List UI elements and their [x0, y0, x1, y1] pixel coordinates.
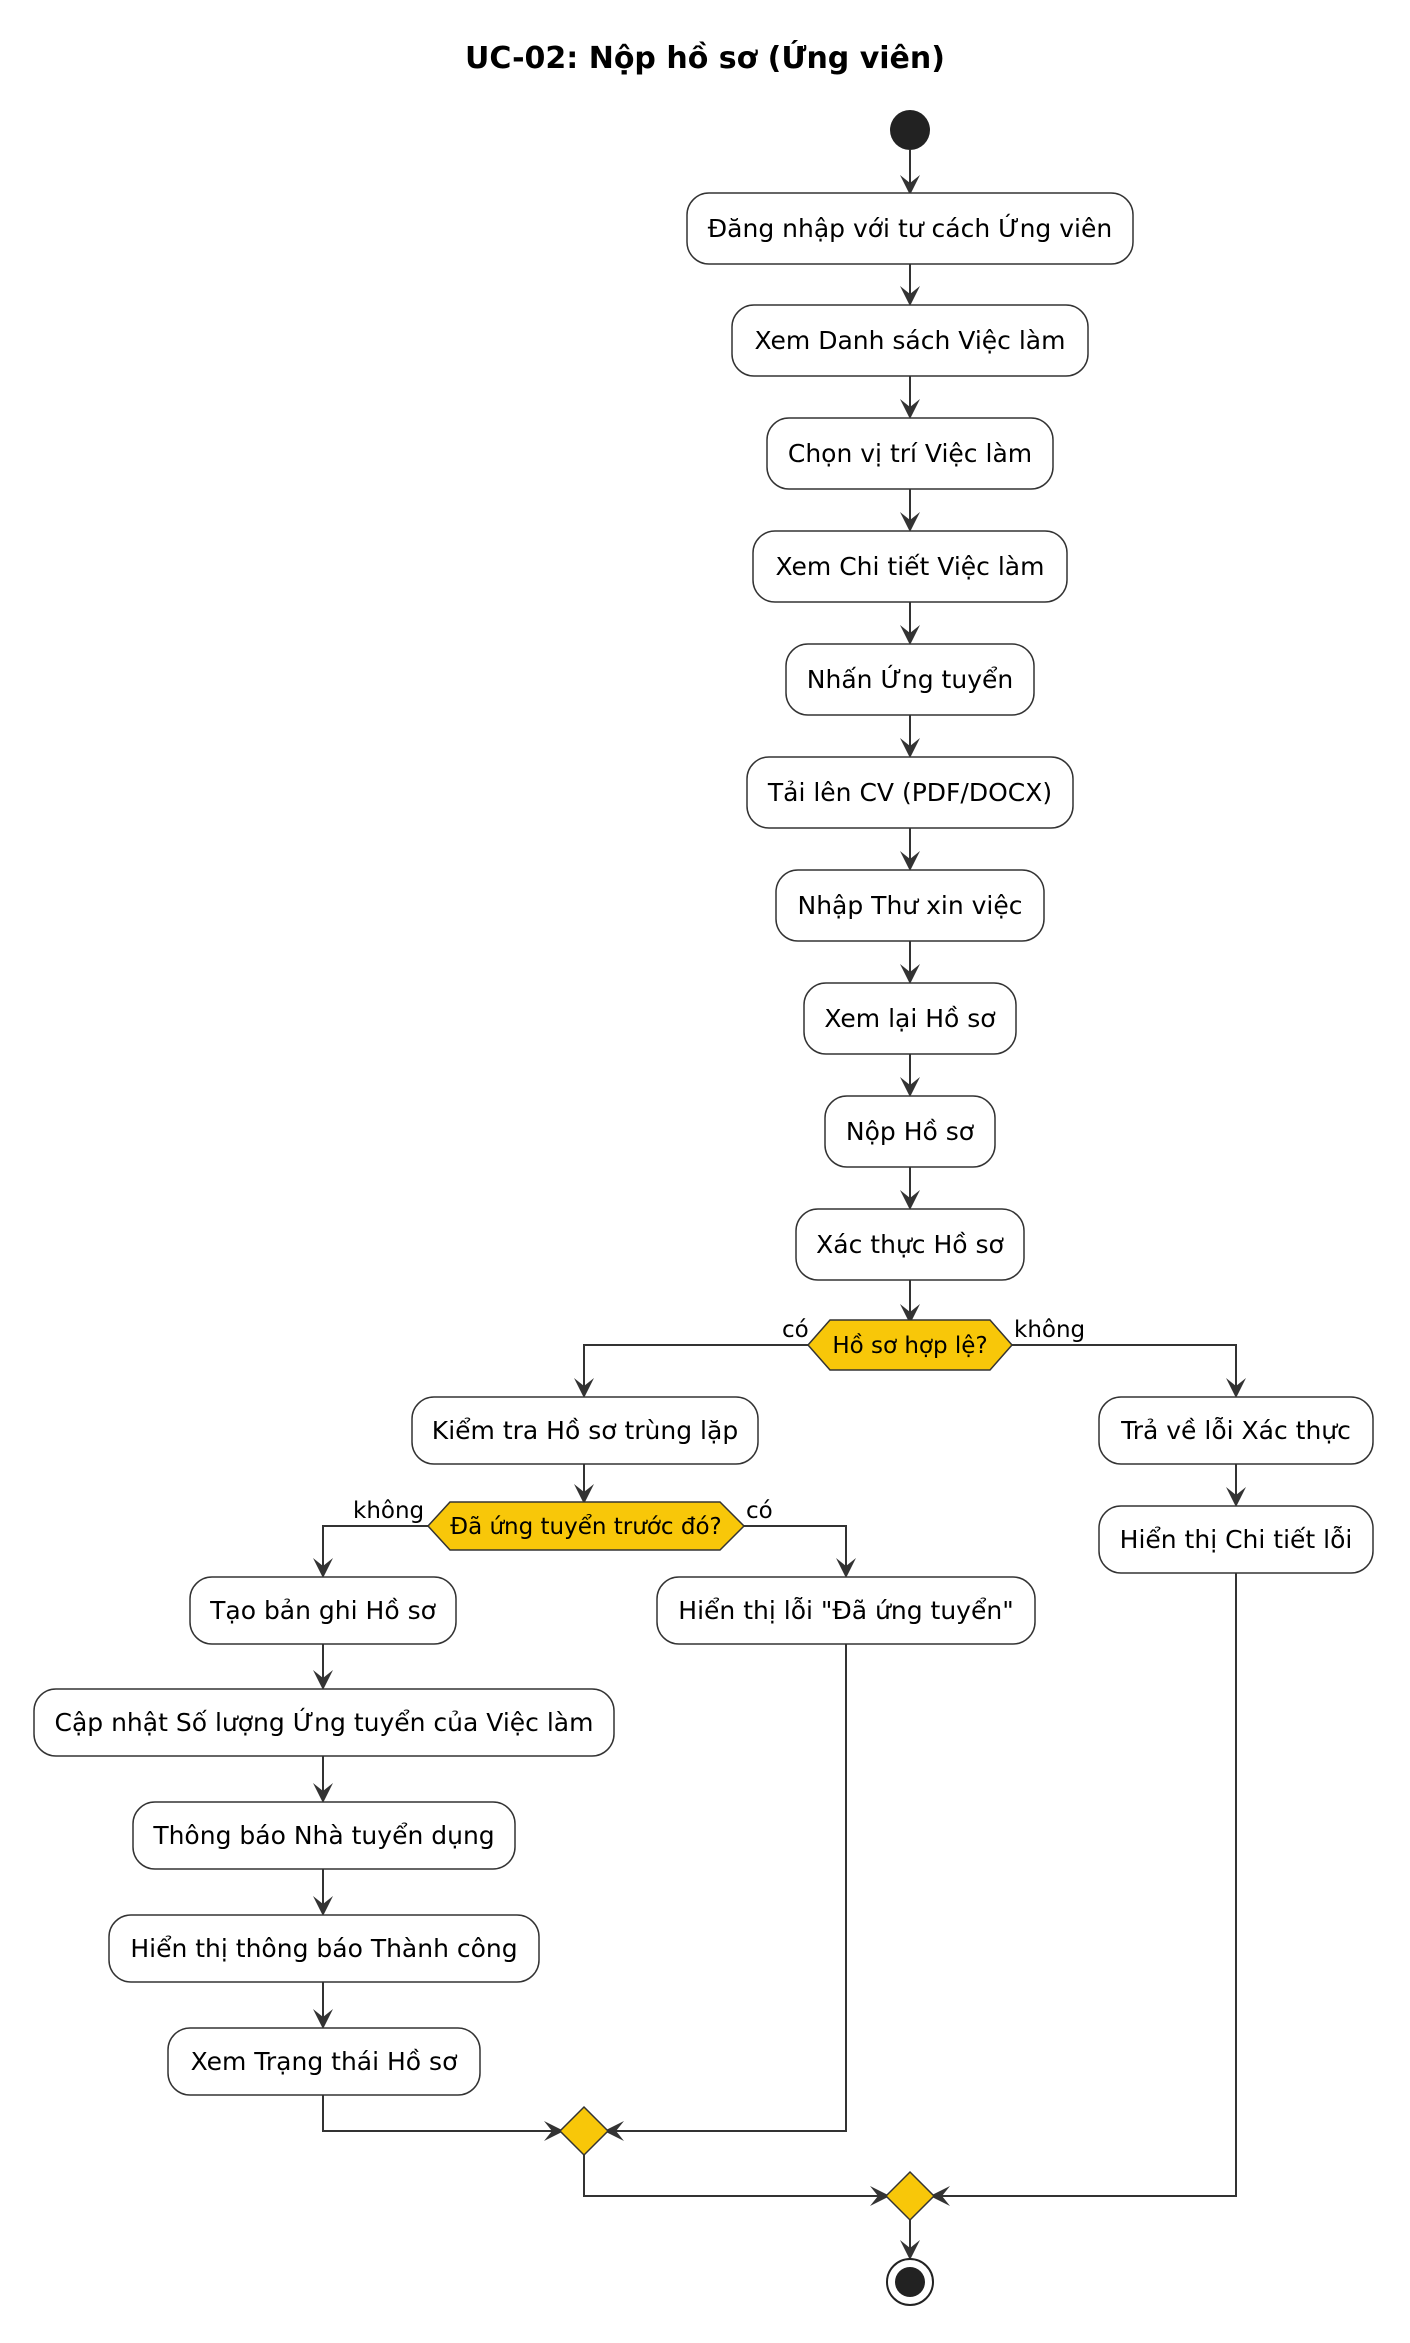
activity-choose-job: Chọn vị trí Việc làm	[766, 417, 1054, 490]
end-node	[886, 2258, 934, 2306]
activity-view-status: Xem Trạng thái Hồ sơ	[167, 2027, 481, 2096]
activity-submit-application: Nộp Hồ sơ	[824, 1095, 996, 1168]
activity-create-record-label: Tạo bản ghi Hồ sơ	[209, 1596, 436, 1625]
flow-edges	[322, 150, 1237, 2256]
edge-applied-yes	[744, 1525, 847, 1574]
activity-review-application: Xem lại Hồ sơ	[803, 982, 1017, 1055]
activity-choose-job-label: Chọn vị trí Việc làm	[788, 439, 1032, 468]
activity-notify-employer-label: Thông báo Nhà tuyển dụng	[152, 1821, 494, 1850]
edge-applied-no	[322, 1525, 428, 1574]
activity-review-application-label: Xem lại Hồ sơ	[824, 1004, 996, 1033]
activity-show-already-applied-label: Hiển thị lỗi "Đã ứng tuyển"	[678, 1596, 1013, 1625]
activity-login-label: Đăng nhập với tư cách Ứng viên	[708, 213, 1112, 243]
diagram-title: UC-02: Nộp hồ sơ (Ứng viên)	[465, 39, 945, 76]
activity-update-count: Cập nhật Số lượng Ứng tuyển của Việc làm	[33, 1688, 615, 1757]
activity-click-apply: Nhấn Ứng tuyển	[785, 643, 1035, 716]
activity-check-duplicate-label: Kiểm tra Hồ sơ trùng lặp	[432, 1416, 738, 1445]
edge-details-merge	[934, 1573, 1237, 2197]
activity-view-status-label: Xem Trạng thái Hồ sơ	[191, 2047, 458, 2076]
activity-create-record: Tạo bản ghi Hồ sơ	[189, 1576, 457, 1645]
activity-login: Đăng nhập với tư cách Ứng viên	[686, 192, 1134, 265]
activity-view-job-detail: Xem Chi tiết Việc làm	[752, 530, 1068, 603]
activity-enter-cover-letter: Nhập Thư xin việc	[775, 869, 1045, 942]
activity-upload-cv-label: Tải lên CV (PDF/DOCX)	[767, 778, 1052, 807]
arrowheads	[313, 175, 1246, 2260]
activity-click-apply-label: Nhấn Ứng tuyển	[807, 664, 1013, 694]
merge-node-inner	[558, 2105, 610, 2157]
edge-merge2-merge1	[583, 2155, 886, 2197]
activity-show-error-details: Hiển thị Chi tiết lỗi	[1098, 1505, 1374, 1574]
activity-view-jobs: Xem Danh sách Việc làm	[731, 304, 1089, 377]
activity-view-job-detail-label: Xem Chi tiết Việc làm	[776, 552, 1045, 581]
activity-view-jobs-label: Xem Danh sách Việc làm	[755, 326, 1066, 355]
activity-check-duplicate: Kiểm tra Hồ sơ trùng lặp	[411, 1396, 759, 1465]
edge-valid-yes	[583, 1344, 808, 1394]
activity-show-error-details-label: Hiển thị Chi tiết lỗi	[1120, 1525, 1353, 1554]
activity-show-already-applied: Hiển thị lỗi "Đã ứng tuyển"	[656, 1576, 1036, 1645]
decision-already-applied: Đã ứng tuyển trước đó?	[426, 1501, 746, 1551]
branch-label-valid-yes: có	[782, 1317, 809, 1343]
activity-show-success: Hiển thị thông báo Thành công	[108, 1914, 540, 1983]
decision-is-valid: Hồ sơ hợp lệ?	[807, 1319, 1013, 1371]
activity-update-count-label: Cập nhật Số lượng Ứng tuyển của Việc làm	[55, 1707, 594, 1737]
activity-return-validation-error: Trả về lỗi Xác thực	[1098, 1396, 1374, 1465]
decision-already-applied-label: Đã ứng tuyển trước đó?	[450, 1514, 722, 1540]
activity-submit-application-label: Nộp Hồ sơ	[846, 1117, 975, 1146]
start-node	[890, 110, 930, 150]
activity-enter-cover-letter-label: Nhập Thư xin việc	[798, 891, 1023, 920]
edge-status-merge	[322, 2095, 560, 2132]
activity-validate-application: Xác thực Hồ sơ	[795, 1208, 1025, 1281]
branch-label-applied-no: không	[353, 1498, 424, 1524]
edge-already-merge	[608, 1644, 847, 2132]
activity-upload-cv: Tải lên CV (PDF/DOCX)	[746, 756, 1074, 829]
activity-notify-employer: Thông báo Nhà tuyển dụng	[132, 1801, 516, 1870]
decision-is-valid-label: Hồ sơ hợp lệ?	[832, 1333, 987, 1359]
activity-validate-application-label: Xác thực Hồ sơ	[816, 1230, 1004, 1259]
activity-show-success-label: Hiển thị thông báo Thành công	[130, 1934, 517, 1963]
branch-label-applied-yes: có	[746, 1498, 773, 1524]
activity-return-validation-error-label: Trả về lỗi Xác thực	[1120, 1416, 1351, 1445]
edge-valid-no	[1012, 1344, 1237, 1394]
branch-label-valid-no: không	[1014, 1317, 1085, 1343]
merge-node-outer	[884, 2170, 936, 2222]
